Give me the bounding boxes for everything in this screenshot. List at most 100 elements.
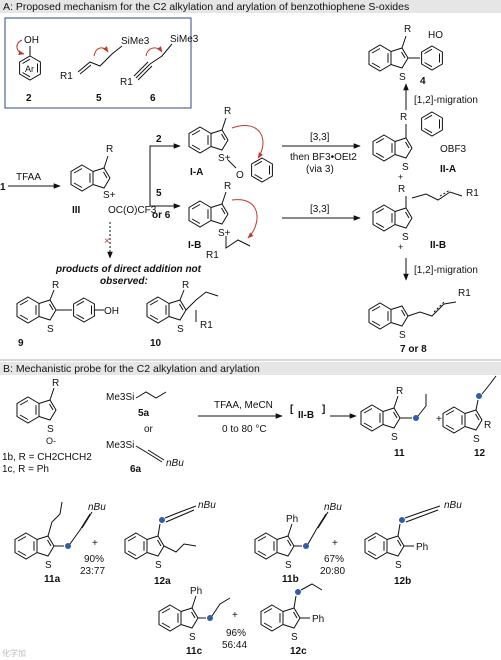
reagent-box xyxy=(4,17,192,109)
arrow-to-IA xyxy=(149,143,181,178)
svg-text:7 or 8: 7 or 8 xyxy=(400,344,427,355)
cond-temperature: 0 to 80 °C xyxy=(222,424,267,435)
svg-text:I-B: I-B xyxy=(188,240,201,251)
svg-text:R: R xyxy=(224,106,231,117)
panel-b-title: B: Mechanistic probe for the C2 alkylati… xyxy=(3,363,260,375)
plus-b: + xyxy=(332,538,338,549)
svg-text:12b: 12b xyxy=(394,576,411,587)
svg-text:2: 2 xyxy=(26,93,32,104)
svg-text:II-B: II-B xyxy=(430,240,446,251)
svg-text:S: S xyxy=(47,424,54,435)
svg-text:5: 5 xyxy=(96,93,102,104)
panel-a-title: A: Proposed mechanism for the C2 alkylat… xyxy=(3,1,409,13)
arrow-to-IB xyxy=(149,178,181,209)
product-11: R S 11 xyxy=(360,386,427,459)
reagent-5a: Me3Si 5a xyxy=(106,391,167,419)
svg-text:Me3Si: Me3Si xyxy=(106,440,134,451)
yield-a: 90% xyxy=(84,554,104,565)
svg-text:O-: O- xyxy=(46,436,56,446)
svg-text:R: R xyxy=(484,420,491,431)
svg-text:S: S xyxy=(45,560,52,571)
svg-text:11a: 11a xyxy=(44,574,61,585)
svg-text:SiMe3: SiMe3 xyxy=(170,34,199,45)
cond-then-bf3: then BF3•OEt2 xyxy=(290,152,357,163)
svg-text:O: O xyxy=(236,170,244,181)
svg-text:R: R xyxy=(224,181,231,192)
yield-c: 96% xyxy=(226,628,246,639)
not-observed-text-1: products of direct addition not xyxy=(55,264,202,275)
svg-text:S+: S+ xyxy=(218,228,231,239)
cond-33-top: [3,3] xyxy=(310,132,330,143)
svg-text:R1: R1 xyxy=(466,188,479,199)
svg-text:Ph: Ph xyxy=(286,514,298,525)
svg-text:S+: S+ xyxy=(103,190,116,201)
svg-text:I-A: I-A xyxy=(190,167,203,178)
cond-33-mid: [3,3] xyxy=(310,204,330,215)
svg-text:1b, R = CH2CHCH2: 1b, R = CH2CHCH2 xyxy=(2,452,92,463)
svg-text:S: S xyxy=(189,632,196,643)
svg-text:R: R xyxy=(398,184,405,195)
bracket-left: [ xyxy=(290,404,294,415)
svg-text:6a: 6a xyxy=(130,464,142,475)
product-11b: Ph S nBu 11b xyxy=(254,502,342,585)
or-label: or xyxy=(144,424,154,435)
cross-mark: × xyxy=(104,236,110,247)
ratio-c: 56:44 xyxy=(222,640,247,651)
product-11a: S nBu 11a xyxy=(14,501,106,585)
svg-text:R: R xyxy=(52,378,59,389)
intermediate-IA: R S+ O I-A xyxy=(188,106,273,183)
svg-text:nBu: nBu xyxy=(324,502,342,513)
svg-text:10: 10 xyxy=(150,338,162,349)
byproduct-10: R S R1 10 xyxy=(146,280,219,349)
svg-text:12c: 12c xyxy=(290,646,307,657)
svg-text:Ph: Ph xyxy=(416,542,428,553)
yield-b: 67% xyxy=(324,554,344,565)
svg-text:S: S xyxy=(155,560,162,571)
watermark: 化学加 xyxy=(2,648,26,658)
svg-text:12: 12 xyxy=(474,448,486,459)
svg-text:OH: OH xyxy=(104,306,119,317)
svg-text:nBu: nBu xyxy=(166,458,184,469)
panel-b-header-bar xyxy=(0,362,501,375)
cond-via-3: (via 3) xyxy=(306,164,334,175)
intermediate-IIB: R S + R1 II-B xyxy=(372,184,479,252)
svg-text:11b: 11b xyxy=(282,574,299,585)
svg-text:S: S xyxy=(399,330,406,341)
svg-text:1c, R = Ph: 1c, R = Ph xyxy=(2,464,49,475)
propargylsilane-reagent: SiMe3 R1 6 xyxy=(120,34,199,104)
plus-a: + xyxy=(92,538,98,549)
svg-text:S: S xyxy=(395,560,402,571)
svg-text:nBu: nBu xyxy=(198,500,216,511)
svg-text:11c: 11c xyxy=(186,646,203,657)
intermediate-IIA: R S + OBF3 II-A xyxy=(372,111,467,182)
reagent-6a: Me3Si nBu 6a xyxy=(106,440,184,475)
ratio-a: 23:77 xyxy=(80,566,105,577)
svg-text:S: S xyxy=(285,560,292,571)
svg-text:+: + xyxy=(398,172,403,182)
arrow-label-or6: or 6 xyxy=(152,210,171,221)
product-7-or-8: S R1 7 or 8 xyxy=(368,288,471,355)
svg-text:OBF3: OBF3 xyxy=(440,144,467,155)
bracket-right: ] xyxy=(322,404,325,415)
arrow-label-5: 5 xyxy=(156,188,162,199)
svg-text:S: S xyxy=(291,632,298,643)
svg-text:+: + xyxy=(398,242,403,252)
product-12c: S Ph 12c xyxy=(260,583,324,657)
intermediate-III: R S+ OC(O)CF3 III xyxy=(70,144,157,216)
start-material-1: 1 xyxy=(0,182,6,193)
svg-text:R: R xyxy=(400,112,407,123)
svg-text:R: R xyxy=(396,386,403,397)
svg-text:SiMe3: SiMe3 xyxy=(121,36,150,47)
phenol-reagent: OH Ar 2 xyxy=(16,35,41,104)
svg-text:R1: R1 xyxy=(206,250,219,261)
svg-text:4: 4 xyxy=(420,76,426,87)
intermediate-IB: R S+ R1 I-B xyxy=(188,181,258,261)
svg-text:III: III xyxy=(72,205,81,216)
product-11c: Ph S 11c xyxy=(158,586,231,657)
svg-text:Me3Si: Me3Si xyxy=(106,392,134,403)
svg-text:5a: 5a xyxy=(138,408,150,419)
product-12a: S nBu 12a xyxy=(124,500,216,587)
svg-text:R1: R1 xyxy=(200,320,213,331)
svg-text:R: R xyxy=(404,24,411,35)
